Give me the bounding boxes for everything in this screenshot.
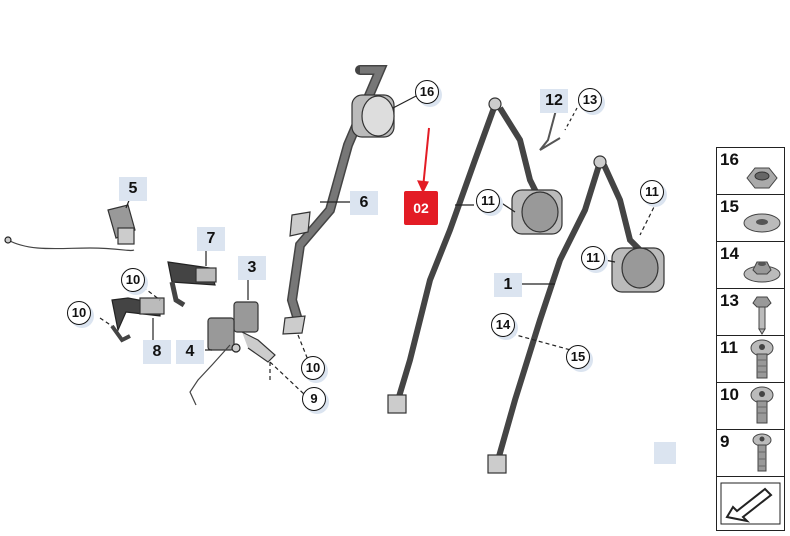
legend-number: 10 [720, 385, 739, 404]
callout-11-c[interactable]: 11 [581, 246, 605, 270]
empty-callout-box [654, 442, 676, 464]
legend-number: 14 [720, 244, 739, 263]
callout-8[interactable]: 8 [143, 340, 171, 364]
part-1-belt-front [387, 97, 665, 474]
callout-11-a[interactable]: 11 [476, 189, 500, 213]
flanged-nut-icon [743, 261, 781, 283]
hex-nut-icon [746, 167, 778, 189]
torx-screw-icon [752, 433, 772, 472]
part-6-belt [282, 65, 419, 361]
callout-10-b[interactable]: 10 [67, 301, 91, 325]
torx-bolt-short-icon [750, 386, 774, 424]
part-3-buckle [233, 280, 306, 396]
part-5-buckle [4, 197, 136, 252]
arrow-icon [720, 482, 781, 525]
washer-icon [743, 213, 781, 233]
callout-7[interactable]: 7 [197, 227, 225, 251]
callout-13[interactable]: 13 [578, 88, 602, 112]
legend-number: 15 [720, 197, 739, 216]
callout-4[interactable]: 4 [176, 340, 204, 364]
callout-5[interactable]: 5 [119, 177, 147, 201]
callout-6[interactable]: 6 [350, 191, 378, 215]
legend-item-11[interactable]: 11 [717, 336, 784, 383]
legend-number: 16 [720, 150, 739, 169]
legend-item-14[interactable]: 14 [717, 242, 784, 289]
torx-bolt-icon [750, 339, 774, 379]
callout-12[interactable]: 12 [540, 89, 568, 113]
legend-number: 9 [720, 432, 730, 451]
hex-screw-icon [752, 296, 772, 335]
legend-number: 13 [720, 291, 739, 310]
part-8-buckle [99, 286, 165, 343]
legend-footer[interactable] [717, 477, 784, 530]
callout-3[interactable]: 3 [238, 256, 266, 280]
part-7-buckle [167, 248, 217, 308]
legend-number: 11 [720, 338, 738, 357]
callout-9[interactable]: 9 [302, 387, 326, 411]
legend-item-13[interactable]: 13 [717, 289, 784, 336]
callout-1[interactable]: 1 [494, 273, 522, 297]
callout-10-a[interactable]: 10 [121, 268, 145, 292]
callout-14[interactable]: 14 [491, 313, 515, 337]
legend-item-9[interactable]: 9 [717, 430, 784, 477]
callout-15[interactable]: 15 [566, 345, 590, 369]
legend-item-16[interactable]: 16 [717, 148, 784, 195]
callout-16[interactable]: 16 [415, 80, 439, 104]
legend-item-10[interactable]: 10 [717, 383, 784, 430]
fastener-legend: 16 15 14 13 11 [716, 147, 785, 531]
part-4-buckle [189, 317, 241, 406]
callout-10-c[interactable]: 10 [301, 356, 325, 380]
legend-item-15[interactable]: 15 [717, 195, 784, 242]
callout-11-b[interactable]: 11 [640, 180, 664, 204]
red-highlight-marker[interactable]: 02 [404, 191, 438, 225]
